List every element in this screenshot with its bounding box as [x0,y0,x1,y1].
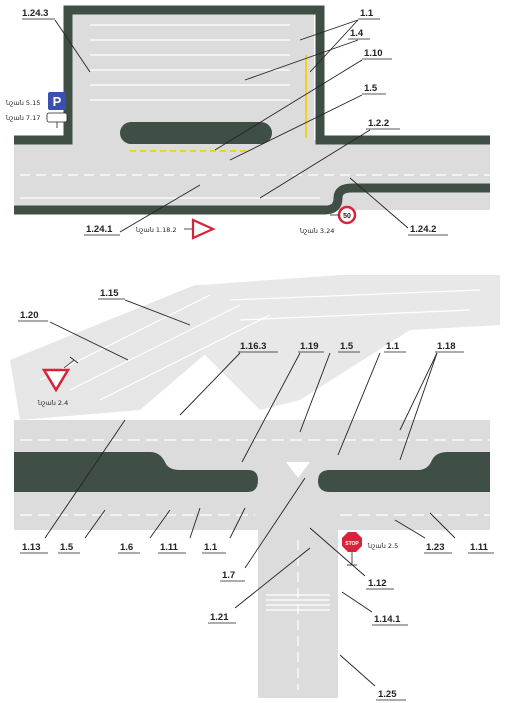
sign-post [63,359,75,369]
left-median-island [14,452,258,492]
parking-area-surface [68,10,314,140]
stop-octagon-icon [342,532,362,552]
label-1-11-b: 1.11 [470,542,489,553]
central-island [120,122,272,144]
caption-2-5: նշան 2.5 [367,542,398,550]
label-1-25: 1.25 [378,689,397,700]
label-1-24-2: 1.24.2 [410,224,436,235]
label-1-5-top: 1.5 [364,83,378,94]
speed-limit-sign-3-24: 50 նշան 3.24 [299,205,357,235]
label-1-7: 1.7 [222,570,235,581]
label-1-4: 1.4 [350,28,364,39]
label-1-24-1: 1.24.1 [86,224,113,235]
yield-sign-2-4: նշան 2.4 [37,356,79,407]
caption-3-24: նշան 3.24 [299,227,334,235]
stop-sign-2-5: STOP նշան 2.5 [342,532,398,566]
overpass-ramp-surface [200,275,500,410]
ramp-hatching [39,289,481,401]
label-1-21: 1.21 [210,612,229,623]
label-1-15: 1.15 [100,288,119,299]
speed-value: 50 [343,213,351,220]
caption-5-15: նշան 5.15 [5,99,40,107]
warning-sign-1-18-2: նշան 1.18.2 [135,218,216,240]
label-1-14-1: 1.14.1 [374,614,401,625]
label-1-12: 1.12 [368,578,387,589]
sign-post-cap [69,356,79,364]
lower-curb [14,183,490,215]
caption-2-4: նշան 2.4 [37,399,68,407]
label-1-10: 1.10 [364,48,383,59]
label-1-19: 1.19 [300,341,319,352]
stop-text: STOP [345,541,359,547]
bottom-leaders [44,299,456,687]
top-scheme: 1.24.3 1.1 1.4 1.10 1.5 1.2.2 1.24.1 1.2… [5,5,490,240]
plate-7-17 [46,112,68,123]
top-leaders [54,19,409,233]
parking-sign: P նշան 5.15 նշան 7.17 [5,92,68,128]
label-1-16-3: 1.16.3 [240,341,266,352]
triangle-sign-icon [191,218,216,240]
label-1-13: 1.13 [22,542,41,553]
caption-7-17: նշան 7.17 [5,114,40,122]
parking-letter: P [53,94,62,109]
right-median-island [318,452,490,492]
caption-1-18-2: նշան 1.18.2 [135,226,177,234]
label-1-1-top: 1.1 [360,8,374,19]
upper-curb [14,5,490,145]
triangle-marking-1-20 [286,462,310,478]
label-1-23: 1.23 [426,542,445,553]
label-1-5-bot: 1.5 [60,542,74,553]
label-1-20: 1.20 [20,310,39,321]
parking-plate [48,92,66,110]
bottom-scheme: 1.15 1.20 1.16.3 1.19 1.5 1.1 1.18 1.13 … [10,275,500,701]
label-1-2-2: 1.2.2 [368,118,389,129]
parking-hatching [90,24,290,101]
side-road-surface [258,500,338,698]
label-1-18: 1.18 [437,341,456,352]
label-1-6: 1.6 [120,542,133,553]
yield-triangle-icon [41,368,71,393]
label-1-1-mid: 1.1 [386,341,400,352]
crosswalk-1-14-1 [266,594,330,611]
label-1-24-3: 1.24.3 [22,8,48,19]
label-1-1-bot: 1.1 [204,542,218,553]
label-1-5-mid: 1.5 [340,341,354,352]
label-1-11-a: 1.11 [160,542,179,553]
